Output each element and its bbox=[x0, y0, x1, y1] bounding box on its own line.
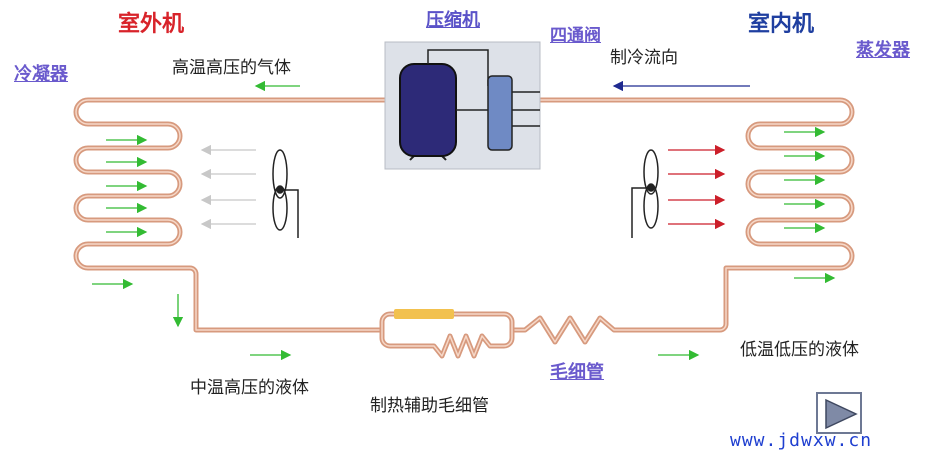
filter-drier bbox=[394, 309, 454, 319]
outdoor-unit-title: 室外机 bbox=[118, 12, 185, 37]
compressor-unit bbox=[384, 41, 541, 170]
fan-icon-outdoor bbox=[272, 149, 299, 238]
mid-temp-liquid-label: 中温高压的液体 bbox=[190, 378, 309, 398]
copper-pipe-loop bbox=[73, 97, 855, 359]
indoor-unit-title: 室内机 bbox=[748, 12, 815, 37]
high-temp-gas-label: 高温高压的气体 bbox=[172, 58, 291, 78]
play-button-icon bbox=[825, 398, 858, 430]
capillary-label[interactable]: 毛细管 bbox=[550, 362, 604, 383]
play-button[interactable] bbox=[816, 392, 862, 434]
heating-aux-capillary-label: 制热辅助毛细管 bbox=[370, 396, 489, 416]
flow-arrows bbox=[92, 80, 836, 361]
exhaust-air-arrows bbox=[200, 144, 256, 230]
condenser-label[interactable]: 冷凝器 bbox=[14, 64, 68, 85]
four-way-valve-label[interactable]: 四通阀 bbox=[550, 26, 601, 46]
low-temp-liquid-label: 低温低压的液体 bbox=[740, 340, 859, 360]
compressor-body bbox=[399, 63, 457, 157]
fan-icon-indoor bbox=[631, 149, 659, 238]
compressor-label[interactable]: 压缩机 bbox=[426, 10, 480, 31]
evaporator-label[interactable]: 蒸发器 bbox=[856, 40, 910, 61]
watermark: www.jdwxw.cn bbox=[730, 430, 873, 451]
cooling-flow-label: 制冷流向 bbox=[610, 48, 678, 68]
four-way-valve-body bbox=[487, 75, 513, 151]
supply-air-arrows bbox=[668, 144, 726, 230]
